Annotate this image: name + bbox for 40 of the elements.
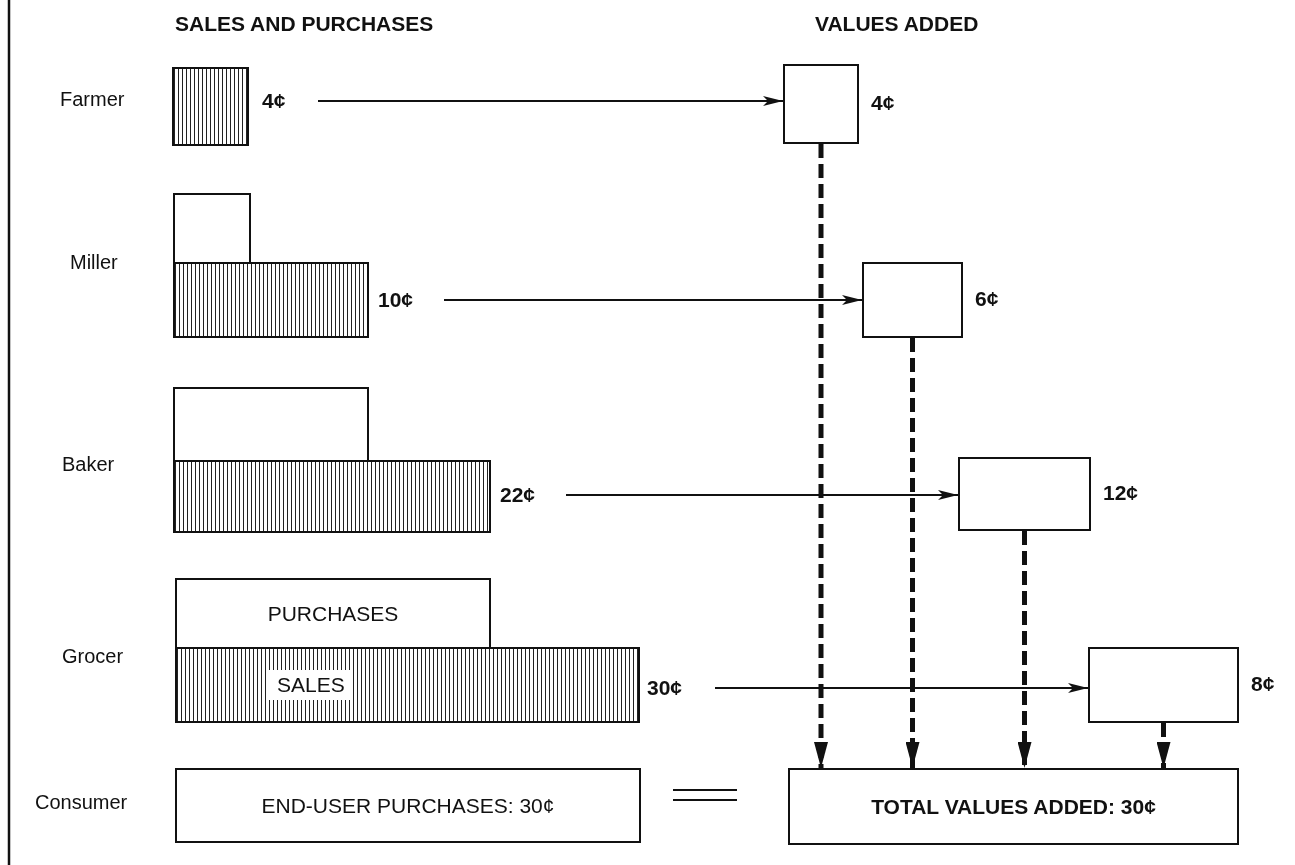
box-label: TOTAL VALUES ADDED: 30¢: [871, 794, 1156, 819]
text-box: [175, 768, 641, 843]
value-box: [1088, 647, 1239, 723]
box-label: END-USER PURCHASES: 30¢: [261, 793, 555, 818]
column-heading: SALES AND PURCHASES: [175, 12, 434, 36]
value-box: [783, 64, 859, 144]
row-label: Farmer: [60, 88, 125, 111]
value-label: 30¢: [647, 675, 703, 701]
box-label: PURCHASES: [267, 601, 399, 626]
row-label: Consumer: [35, 791, 128, 814]
text-box: [788, 768, 1239, 845]
value-label: 22¢: [500, 482, 554, 508]
sales-bar: [173, 460, 491, 533]
value-box: [958, 457, 1091, 531]
value-label: 12¢: [1103, 481, 1139, 505]
value-box: [173, 387, 369, 462]
value-label: 4¢: [262, 88, 306, 114]
dashed-arrow: [1017, 531, 1032, 768]
row-label: Miller: [70, 251, 118, 274]
value-label: 4¢: [871, 91, 895, 115]
arrow: [317, 96, 784, 106]
arrow: [565, 490, 959, 500]
column-heading: VALUES ADDED: [815, 12, 979, 36]
arrow: [714, 683, 1089, 693]
arrow: [443, 295, 863, 305]
text-box: [175, 578, 491, 649]
value-label: 6¢: [975, 287, 999, 311]
row-label: Baker: [62, 453, 115, 476]
value-box: [862, 262, 963, 338]
value-box: [173, 193, 251, 264]
value-label: 8¢: [1251, 672, 1275, 696]
sales-bar: [172, 67, 249, 146]
row-label: Grocer: [62, 645, 124, 668]
dashed-arrow: [1156, 723, 1171, 768]
bar-label: SALES: [269, 670, 353, 700]
sales-bar: [173, 262, 369, 338]
dashed-arrow: [905, 338, 920, 768]
sales-bar: [175, 647, 640, 723]
dashed-arrow: [814, 144, 828, 768]
value-label: 10¢: [378, 287, 432, 313]
